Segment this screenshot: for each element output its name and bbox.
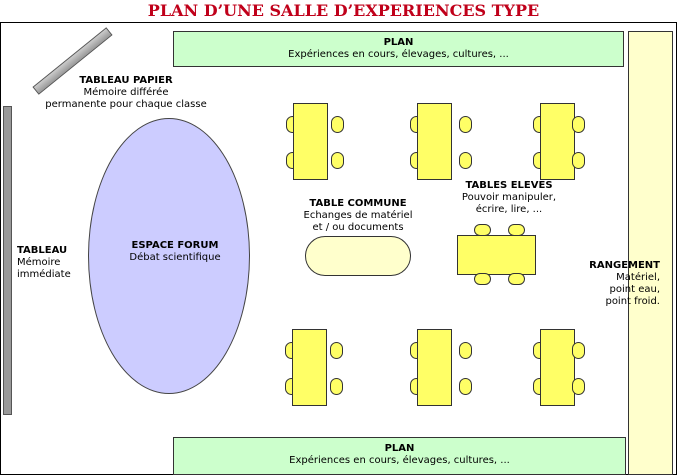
chair bbox=[474, 273, 491, 285]
tableau-board bbox=[3, 106, 12, 415]
plan-top-title: PLAN bbox=[383, 37, 414, 48]
tableau-line2: immédiate bbox=[17, 269, 71, 280]
chair bbox=[331, 152, 344, 169]
chair bbox=[459, 378, 472, 395]
plan-bottom-text: Expériences en cours, élevages, cultures… bbox=[289, 455, 510, 466]
chair bbox=[330, 378, 343, 395]
tableau-papier-line2: permanente pour chaque classe bbox=[45, 99, 207, 110]
chair bbox=[572, 378, 585, 395]
student-desk bbox=[457, 235, 536, 275]
diagram-title: PLAN D’UNE SALLE D’EXPERIENCES TYPE bbox=[147, 1, 540, 20]
table-commune-line1: Echanges de matériel bbox=[303, 210, 413, 221]
tableau-papier-line1: Mémoire différée bbox=[83, 87, 169, 98]
espace-forum-title: ESPACE FORUM bbox=[131, 240, 219, 251]
student-desk bbox=[540, 329, 575, 406]
tableau-label: TABLEAU Mémoire immédiate bbox=[17, 245, 71, 281]
plan-top-area: PLAN Expériences en cours, élevages, cul… bbox=[173, 31, 624, 67]
rangement-line2: point eau, bbox=[609, 284, 660, 295]
table-commune-line2: et / ou documents bbox=[312, 222, 404, 233]
chair bbox=[331, 116, 344, 133]
student-desk bbox=[292, 329, 327, 406]
tables-eleves-line1: Pouvoir manipuler, bbox=[461, 192, 557, 203]
tables-eleves-label: TABLES ELEVES Pouvoir manipuler, écrire,… bbox=[450, 180, 568, 216]
chair bbox=[459, 152, 472, 169]
student-desk bbox=[293, 103, 328, 180]
student-desk bbox=[540, 103, 575, 180]
table-commune-label: TABLE COMMUNE Echanges de matériel et / … bbox=[290, 198, 426, 234]
student-desk bbox=[417, 103, 452, 180]
chair bbox=[508, 273, 525, 285]
table-commune-title: TABLE COMMUNE bbox=[309, 198, 407, 209]
rangement-line1: Matériel, bbox=[616, 272, 660, 283]
plan-bottom-area: PLAN Expériences en cours, élevages, cul… bbox=[173, 437, 626, 475]
plan-top-text: Expériences en cours, élevages, cultures… bbox=[288, 49, 509, 60]
espace-forum-ellipse bbox=[88, 118, 250, 394]
tableau-title: TABLEAU bbox=[17, 245, 68, 256]
tables-eleves-line2: écrire, lire, ... bbox=[475, 204, 543, 215]
tableau-line1: Mémoire bbox=[17, 257, 61, 268]
chair bbox=[330, 342, 343, 359]
tables-eleves-title: TABLES ELEVES bbox=[465, 180, 553, 191]
student-desk bbox=[417, 329, 452, 406]
rangement-title: RANGEMENT bbox=[589, 260, 660, 271]
chair bbox=[572, 116, 585, 133]
rangement-label: RANGEMENT Matériel, point eau, point fro… bbox=[588, 260, 660, 308]
espace-forum-label: ESPACE FORUM Débat scientifique bbox=[100, 240, 250, 264]
chair bbox=[572, 152, 585, 169]
chair bbox=[572, 342, 585, 359]
plan-bottom-title: PLAN bbox=[384, 443, 415, 454]
tableau-papier-label: TABLEAU PAPIER Mémoire différée permanen… bbox=[36, 75, 216, 111]
rangement-line3: point froid. bbox=[605, 296, 660, 307]
table-commune-shape bbox=[305, 236, 411, 276]
chair bbox=[459, 342, 472, 359]
espace-forum-text: Débat scientifique bbox=[129, 252, 221, 263]
chair bbox=[459, 116, 472, 133]
tableau-papier-title: TABLEAU PAPIER bbox=[79, 75, 173, 86]
rangement-area bbox=[628, 31, 673, 475]
